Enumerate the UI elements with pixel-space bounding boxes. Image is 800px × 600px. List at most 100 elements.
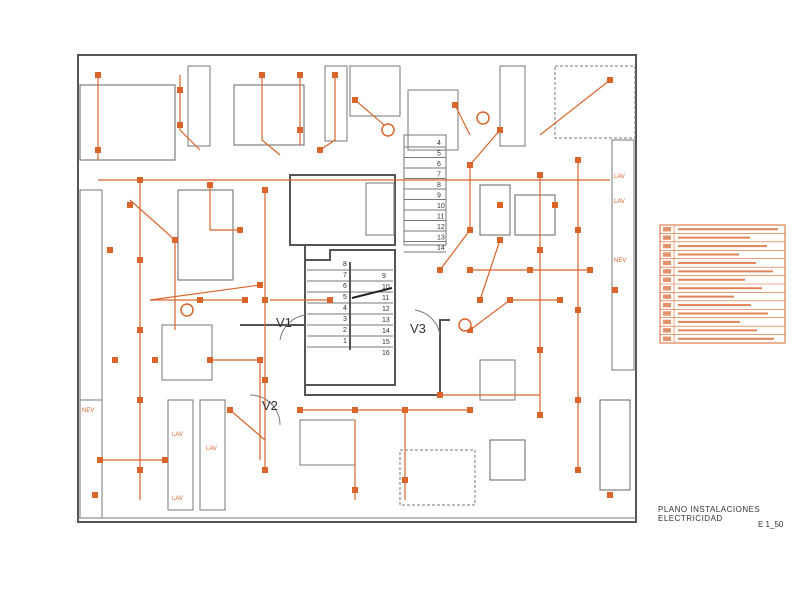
legend-symbol-icon: [663, 294, 671, 299]
legend-row-text: [678, 329, 757, 332]
electrical-wire: [469, 299, 560, 331]
electrical-outlet: [95, 72, 101, 78]
label-nev: NEV: [614, 258, 626, 264]
stair-step-number: 6: [437, 161, 441, 168]
electrical-outlet: [587, 267, 593, 273]
legend-symbol-icon: [663, 269, 671, 274]
electrical-outlet: [177, 122, 183, 128]
electrical-outlet: [207, 357, 213, 363]
electrical-outlet: [612, 287, 618, 293]
stair-step-number: 4: [437, 140, 441, 147]
electrical-wire: [539, 79, 611, 136]
electrical-outlet: [297, 407, 303, 413]
label-nev: NEV: [82, 408, 94, 414]
stair-step-number: 3: [343, 316, 347, 323]
electrical-wire: [261, 75, 281, 156]
closet: [499, 65, 526, 147]
electrical-outlet: [95, 147, 101, 153]
electrical-outlet: [262, 377, 268, 383]
electrical-outlet: [137, 327, 143, 333]
stairwell-wall: [304, 245, 396, 386]
sofa: [599, 399, 631, 491]
legend-symbol-icon: [663, 235, 671, 240]
bathroom-wall: [289, 174, 396, 246]
bed: [79, 84, 176, 161]
electrical-outlet: [402, 477, 408, 483]
electrical-outlet: [327, 297, 333, 303]
electrical-outlet: [557, 297, 563, 303]
electrical-outlet: [552, 202, 558, 208]
door-swing: [249, 394, 281, 426]
electrical-outlet: [112, 357, 118, 363]
bathroom: [407, 89, 459, 151]
label-lav: LAV: [172, 432, 183, 438]
door-label-v2: V2: [262, 398, 278, 413]
electrical-outlet: [537, 247, 543, 253]
electrical-outlet: [97, 457, 103, 463]
electrical-outlet: [467, 162, 473, 168]
electrical-outlet: [537, 172, 543, 178]
dining-table: [161, 324, 213, 381]
legend-table: [659, 224, 786, 344]
electrical-wire: [439, 129, 501, 271]
electrical-outlet: [177, 87, 183, 93]
electrical-wire: [209, 185, 240, 231]
electrical-outlet: [127, 202, 133, 208]
legend-symbol-icon: [663, 328, 671, 333]
electrical-outlet: [575, 397, 581, 403]
legend-symbol-icon: [663, 252, 671, 257]
door-label-v1: V1: [276, 315, 292, 330]
electrical-outlet: [575, 227, 581, 233]
legend-symbol-icon: [663, 336, 671, 341]
electrical-outlet: [497, 202, 503, 208]
legend-row-text: [678, 245, 767, 248]
legend-symbol-icon: [663, 227, 671, 232]
electrical-wire: [179, 75, 201, 151]
stair-step-number: 6: [343, 283, 347, 290]
core-wall: [240, 319, 450, 396]
electrical-outlet: [437, 392, 443, 398]
secondary-stair: [403, 134, 447, 246]
stair-step-number: 8: [343, 261, 347, 268]
electrical-outlet: [497, 127, 503, 133]
electrical-outlet: [257, 282, 263, 288]
stair-step-number: 9: [437, 193, 441, 200]
closet: [324, 65, 348, 142]
label-lav: LAV: [614, 174, 625, 180]
electrical-wire: [319, 75, 336, 151]
stair-step-number: 10: [382, 284, 390, 291]
door-swing: [279, 314, 306, 341]
electrical-outlet: [262, 467, 268, 473]
stair-step-number: 5: [343, 294, 347, 301]
electrical-outlet: [137, 467, 143, 473]
stair-step-number: 5: [437, 151, 441, 158]
stair-step-number: 9: [382, 273, 386, 280]
electrical-outlet: [497, 237, 503, 243]
electrical-outlet: [172, 237, 178, 243]
electrical-outlet: [152, 357, 158, 363]
cut-line: [351, 287, 393, 299]
shower: [479, 359, 516, 401]
electrical-outlet: [527, 267, 533, 273]
legend-row-text: [678, 253, 739, 256]
light-fixture: [180, 303, 194, 317]
electrical-outlet: [575, 467, 581, 473]
legend-symbol-icon: [663, 319, 671, 325]
armchair: [489, 439, 526, 481]
bed: [233, 84, 305, 146]
electrical-outlet: [575, 157, 581, 163]
shower: [365, 182, 395, 236]
stair-step-number: 1: [343, 338, 347, 345]
drawing-title: PLANO INSTALACIONES ELECTRICIDAD: [658, 505, 761, 523]
electrical-outlet: [537, 412, 543, 418]
legend-row-text: [678, 261, 756, 264]
electrical-outlet: [467, 327, 473, 333]
legend-symbol-icon: [663, 311, 671, 316]
label-lav: LAV: [172, 496, 183, 502]
door-label-v3: V3: [410, 321, 426, 336]
electrical-outlet: [332, 72, 338, 78]
stair-step-number: 14: [437, 245, 445, 252]
electrical-wire: [229, 409, 266, 441]
electrical-outlet: [237, 227, 243, 233]
